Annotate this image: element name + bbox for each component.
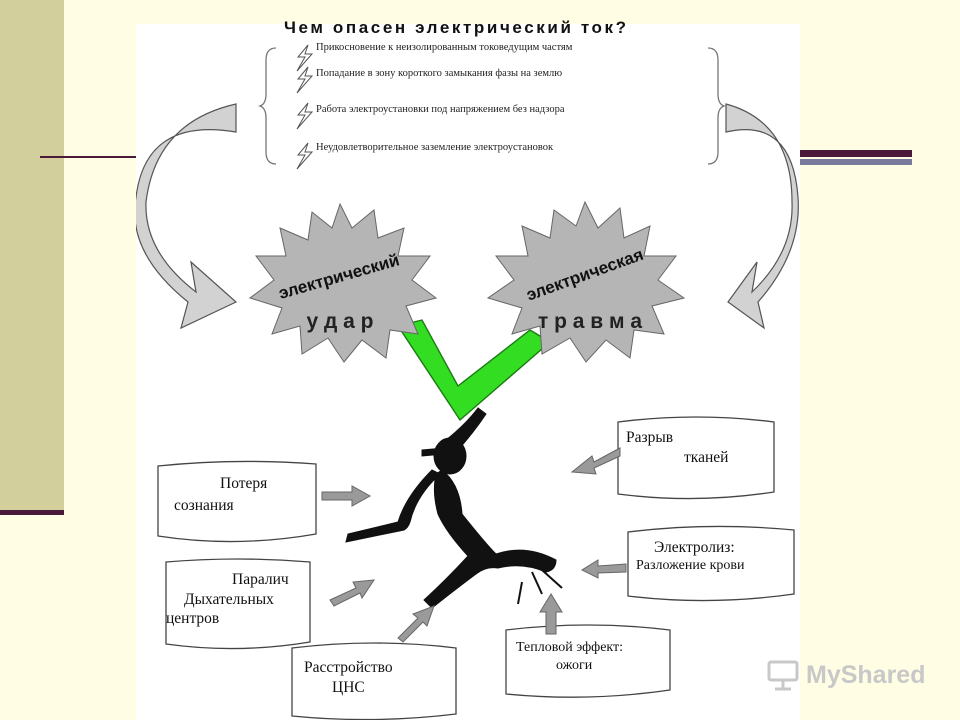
right-brace — [707, 47, 726, 165]
grey-arrow-icon — [329, 579, 375, 607]
effect-paralysis-1: Паралич — [232, 571, 289, 588]
effect-card — [157, 460, 317, 543]
left-brace — [258, 47, 277, 165]
cause-item: Неудовлетворительное заземление электроу… — [316, 142, 554, 153]
left-rule — [40, 156, 140, 158]
logo-text: MyShared — [806, 660, 926, 689]
electric-injury-star: электрическая т р а в м а — [486, 200, 686, 363]
slide-title: Чем опасен электрический ток? — [284, 18, 629, 37]
effect-tissue-1: Разрыв — [626, 429, 674, 446]
effect-electrolysis-2: Разложение крови — [636, 558, 745, 573]
effect-electrolysis-1: Электролиз: — [654, 539, 735, 556]
grey-arrow-icon — [321, 485, 372, 507]
star-right-bottom: т р а в м а — [538, 310, 642, 333]
effect-paralysis-3: центров — [166, 610, 220, 627]
cause-item: Прикосновение к неизолированным токоведу… — [316, 42, 573, 53]
grey-arrow-icon — [397, 605, 435, 643]
effect-consciousness-2: сознания — [174, 497, 234, 514]
myshared-logo: MyShared — [766, 658, 925, 692]
effect-cns-2: ЦНС — [332, 679, 365, 696]
effect-thermal-2: ожоги — [556, 658, 593, 673]
effect-card — [165, 558, 311, 650]
effect-card — [617, 416, 775, 500]
effect-card — [291, 642, 457, 720]
grey-arrow-icon — [570, 447, 621, 475]
sidebar-band — [0, 0, 64, 510]
effect-card — [505, 624, 671, 698]
effect-card — [627, 525, 795, 602]
lightning-icon — [296, 142, 314, 170]
effect-cns-1: Расстройство — [304, 659, 393, 676]
effect-tissue-2: тканей — [684, 449, 729, 466]
lightning-icon — [296, 66, 314, 94]
sidebar-rule — [0, 510, 64, 515]
electric-shock-star: электрический у д а р — [248, 202, 438, 363]
grey-arrow-icon — [539, 593, 563, 635]
grey-arrow-icon — [580, 559, 627, 579]
effect-paralysis-2: Дыхательных — [184, 591, 274, 608]
cause-item: Работа электроустановки под напряжением … — [316, 104, 565, 115]
right-curved-arrow — [725, 103, 799, 330]
effect-consciousness-1: Потеря — [220, 475, 268, 492]
right-rule-light — [798, 159, 912, 165]
star-left-bottom: у д а р — [306, 310, 373, 333]
right-rule-dark — [798, 150, 912, 157]
effect-thermal-1: Тепловой эффект: — [516, 640, 624, 655]
shocked-person-figure — [345, 407, 563, 609]
lightning-icon — [296, 44, 314, 72]
lightning-icon — [296, 102, 314, 130]
presentation-board-icon — [767, 660, 799, 691]
slide-image: Чем опасен электрический ток? Прикоснове… — [136, 18, 800, 720]
left-curved-arrow — [136, 103, 238, 330]
check-arrow-icon — [396, 319, 552, 422]
cause-item: Попадание в зону короткого замыкания фаз… — [316, 68, 563, 79]
